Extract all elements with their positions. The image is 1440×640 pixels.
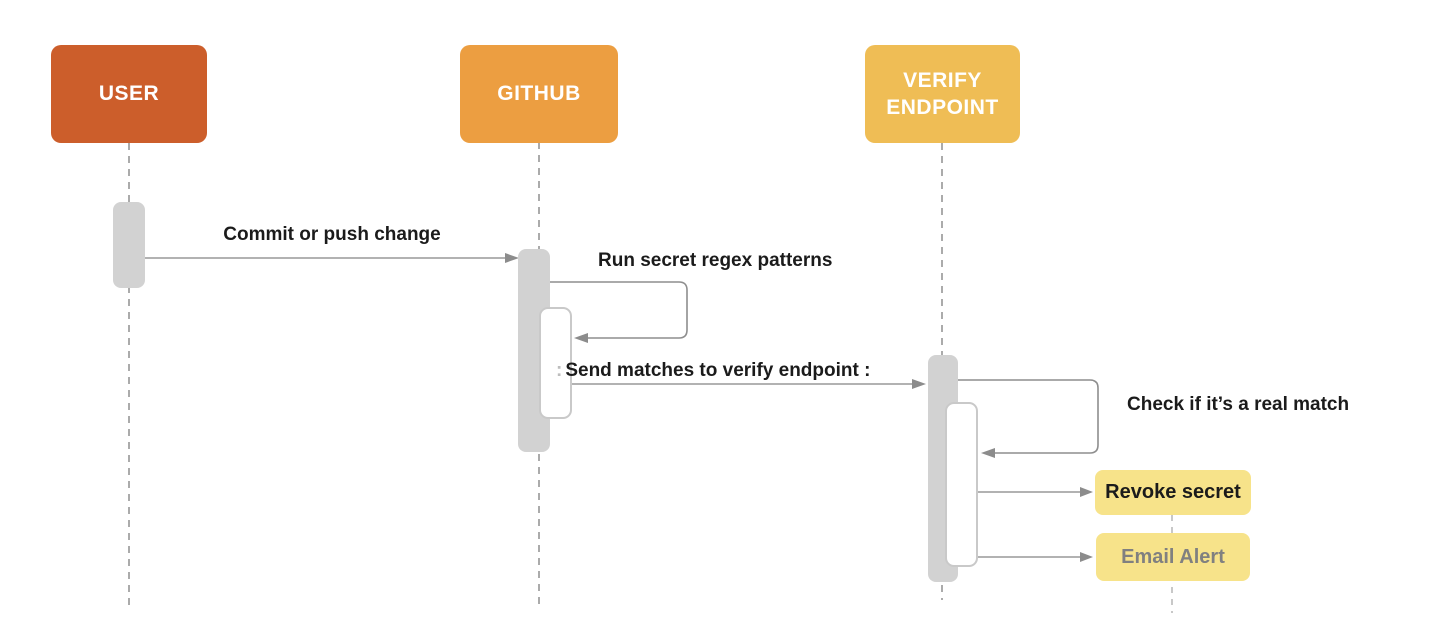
arrowhead-revoke: [1080, 487, 1093, 497]
actor-label-verify-endpoint: VERIFY ENDPOINT: [886, 68, 999, 119]
actor-box-github: GITHUB: [460, 45, 618, 143]
message-label-run-patterns: Run secret regex patterns: [598, 250, 833, 271]
message-label-check-match: Check if it’s a real match: [1127, 394, 1350, 415]
actor-label-user: USER: [98, 82, 160, 106]
self-loop-github: [550, 281, 688, 339]
message-label-send-matches: :Send matches to verify endpoint :: [556, 360, 870, 382]
actor-box-user: USER: [51, 45, 207, 143]
actor-label-github: GITHUB: [497, 82, 581, 106]
arrowhead-check-match: [981, 448, 995, 458]
message-label-commit: Commit or push change: [223, 224, 441, 245]
message-label-send-matches-text: Send matches to verify endpoint :: [565, 360, 871, 381]
nested-activation-bar-verify-endpoint: [945, 402, 978, 567]
note-label-revoke-secret: Revoke secret: [1105, 481, 1241, 503]
note-box-email-alert: Email Alert: [1096, 533, 1250, 581]
arrowhead-commit: [505, 253, 519, 263]
arrowhead-run-patterns: [574, 333, 588, 343]
note-label-email-alert: Email Alert: [1121, 545, 1225, 568]
arrowhead-email: [1080, 552, 1093, 562]
activation-bar-user: [113, 202, 145, 288]
arrowhead-send-matches: [912, 379, 926, 389]
note-box-revoke-secret: Revoke secret: [1095, 470, 1251, 515]
actor-box-verify-endpoint: VERIFY ENDPOINT: [865, 45, 1020, 143]
self-loop-verify: [958, 379, 1099, 454]
message-label-send-matches-prefix: :: [556, 360, 563, 381]
nested-activation-bar-github: [539, 307, 572, 419]
